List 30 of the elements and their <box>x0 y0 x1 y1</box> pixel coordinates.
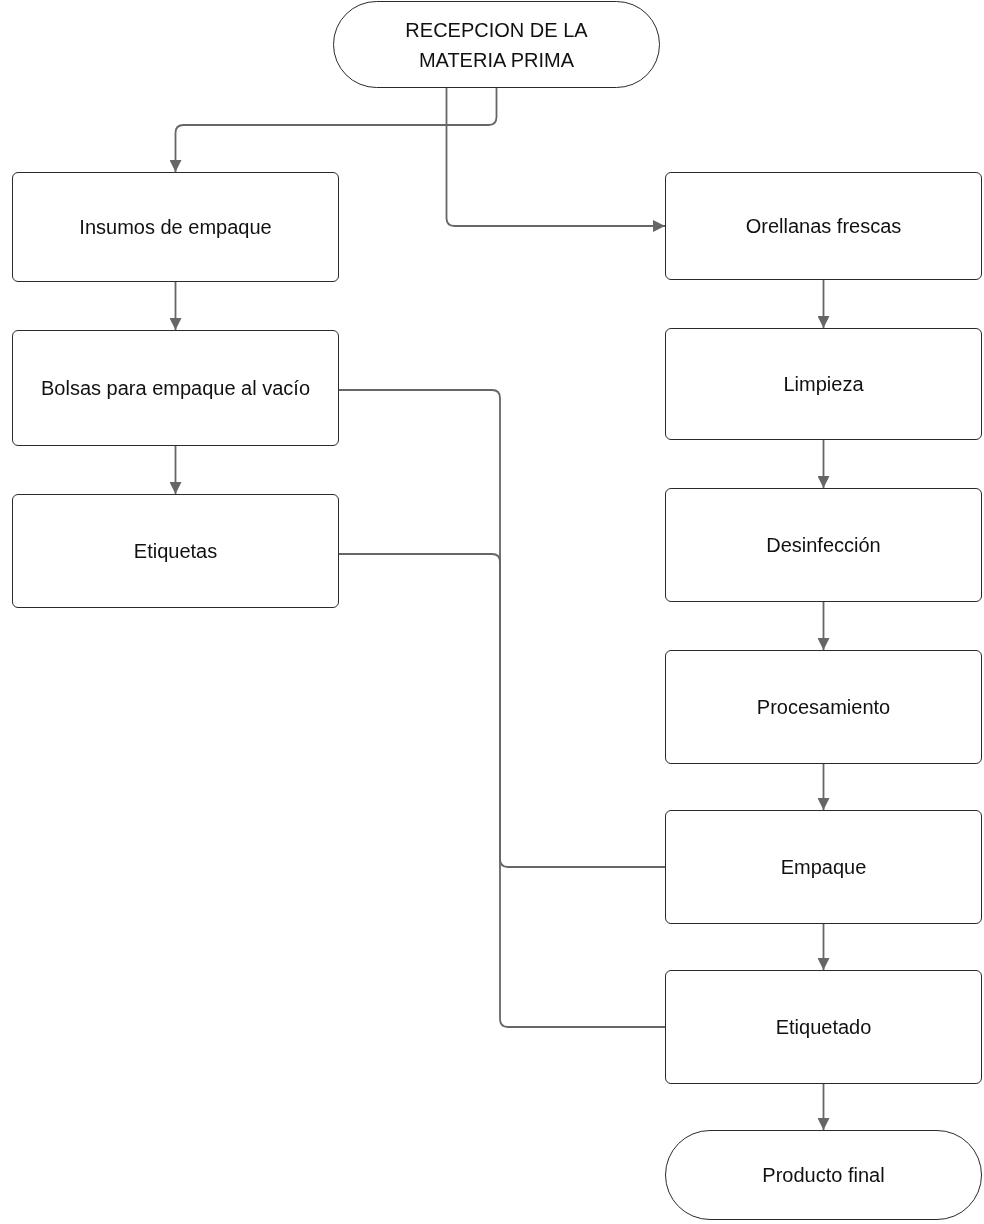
box-label: Bolsas para empaque al vacío <box>40 376 311 401</box>
box-label: Procesamiento <box>756 695 891 720</box>
process-box <box>12 494 339 608</box>
process-box <box>12 172 339 282</box>
box-label: Insumos de empaque <box>79 215 272 240</box>
arrow <box>169 87 498 173</box>
arrow <box>817 923 830 971</box>
arrow <box>817 279 830 329</box>
process-box <box>665 488 982 602</box>
box-label: Etiquetado <box>775 1015 872 1040</box>
box-label: Empaque <box>780 855 867 880</box>
box-label: Etiquetas <box>133 539 218 564</box>
arrow <box>169 445 182 495</box>
arrow <box>817 1083 830 1131</box>
box-label: Orellanas frescas <box>745 214 902 239</box>
process-box <box>665 650 982 764</box>
process-box <box>665 810 982 924</box>
arrow <box>817 439 830 489</box>
arrow <box>445 87 666 232</box>
process-box <box>12 330 339 446</box>
box-label: RECEPCION DE LA MATERIA PRIMA <box>404 17 589 73</box>
arrow <box>817 601 830 651</box>
arrow <box>817 763 830 811</box>
process-box <box>665 172 982 280</box>
process-box <box>665 328 982 440</box>
box-label: Desinfección <box>766 533 881 558</box>
box-label: Limpieza <box>783 372 864 397</box>
process-box <box>665 970 982 1084</box>
box-label: Producto final <box>762 1163 885 1188</box>
arrow <box>169 281 182 331</box>
